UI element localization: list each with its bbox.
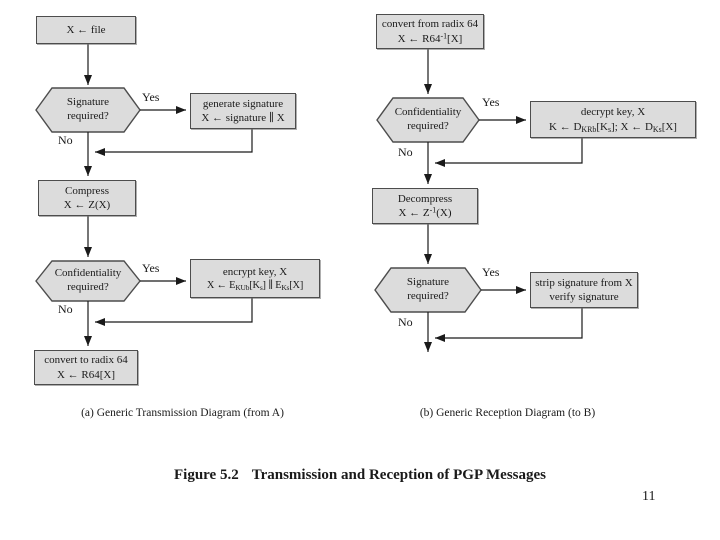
decision-confidentiality-required-a: Confidentiality required?: [44, 263, 132, 299]
process-text: Decompress: [397, 192, 453, 205]
label-no-signature-a: No: [58, 133, 73, 147]
label-no-confidentiality-b: No: [398, 145, 413, 159]
label-yes-confidentiality-b: Yes: [482, 95, 500, 109]
decision-text: Signature: [406, 276, 450, 289]
decision-text: required?: [67, 281, 109, 293]
process-text: verify signature: [549, 291, 619, 303]
label-yes-signature-a: Yes: [142, 90, 160, 104]
arrow-strip-return: [435, 308, 583, 342]
process-x-from-file: X ← file: [36, 16, 136, 44]
process-text: decrypt key, X: [580, 106, 646, 119]
process-text: X ← file: [66, 23, 106, 36]
process-generate-signature: generate signature X ← signature ∥ X: [190, 93, 296, 129]
caption-reception: (b) Generic Reception Diagram (to B): [419, 407, 596, 419]
label-no-signature-b: No: [398, 315, 413, 329]
process-decompress: Decompress X ← Z-1(X): [372, 188, 478, 224]
decision-text: Confidentiality: [394, 106, 462, 119]
decision-text: Confidentiality: [54, 267, 122, 280]
process-formula: X ← R64[X]: [56, 368, 116, 381]
arrow-decrypt-return: [435, 138, 583, 167]
figure-caption: Figure 5.2 Transmission and Reception of …: [15, 467, 705, 484]
decision-confidentiality-required-b: Confidentiality required?: [384, 102, 472, 138]
process-convert-from-radix64: convert from radix 64 X ← R64-1[X]: [376, 14, 484, 49]
label-yes-confidentiality-a: Yes: [142, 261, 160, 275]
process-formula: X ← Z-1(X): [398, 205, 452, 219]
figure-label: Figure 5.2: [173, 467, 239, 483]
decision-text: required?: [407, 290, 449, 302]
process-text: convert from radix 64: [381, 18, 479, 31]
decision-signature-required-a: Signature required?: [44, 92, 132, 128]
process-compress: Compress X ← Z(X): [38, 180, 136, 216]
process-formula: X ← Z(X): [63, 199, 111, 211]
process-formula: K ← DKRb[Ks]; X ← DKs[X]: [549, 120, 677, 134]
decision-text: Signature: [66, 96, 110, 109]
process-text: convert to radix 64: [44, 354, 128, 367]
process-text: Compress: [65, 184, 109, 197]
arrow-encrypt-return: [95, 298, 253, 326]
process-formula: X ← signature ∥ X: [201, 112, 285, 124]
process-text: strip signature from X: [535, 276, 633, 289]
process-strip-signature: strip signature from X verify signature: [530, 272, 638, 308]
page-number: 11: [642, 489, 656, 504]
arrow-generate-return: [95, 129, 253, 156]
process-text: generate signature: [202, 97, 284, 110]
process-convert-to-radix64: convert to radix 64 X ← R64[X]: [34, 350, 138, 385]
process-formula: X ← EKUb[Ks] ∥ EKs[X]: [206, 279, 304, 292]
caption-transmission: (a) Generic Transmission Diagram (from A…: [81, 407, 284, 419]
decision-text: required?: [407, 120, 449, 132]
process-decrypt: decrypt key, X K ← DKRb[Ks]; X ← DKs[X]: [530, 101, 696, 138]
label-yes-signature-b: Yes: [482, 265, 500, 279]
figure-title: Transmission and Reception of PGP Messag…: [251, 467, 547, 483]
decision-text: required?: [67, 110, 109, 122]
process-encrypt: encrypt key, X X ← EKUb[Ks] ∥ EKs[X]: [190, 259, 320, 298]
process-formula: X ← R64-1[X]: [397, 30, 463, 45]
decision-signature-required-b: Signature required?: [384, 272, 472, 308]
label-no-confidentiality-a: No: [58, 302, 73, 316]
process-text: encrypt key, X: [222, 265, 288, 278]
